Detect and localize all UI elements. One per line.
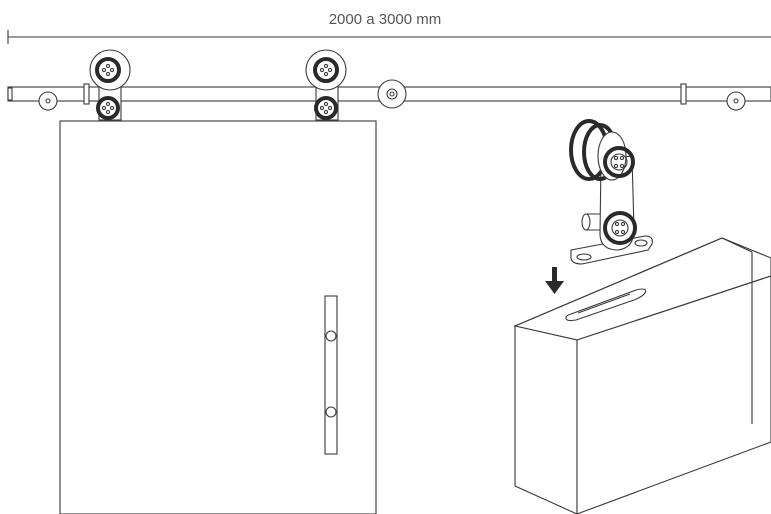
roller-assembly-detail (569, 119, 653, 265)
rail-stop-left (38, 91, 58, 111)
rail-stop-right (726, 91, 746, 111)
roller-hanger-left (89, 49, 131, 121)
dimension-line: 2000 a 3000 mm (7, 11, 771, 44)
door-handle (324, 295, 338, 455)
arrow-down-icon (545, 267, 564, 294)
door-panel (59, 120, 377, 514)
roller-hanger-right (305, 49, 347, 121)
door-block-detail (513, 237, 771, 514)
dimension-label: 2000 a 3000 mm (329, 11, 442, 28)
rail-spacer (377, 79, 407, 109)
